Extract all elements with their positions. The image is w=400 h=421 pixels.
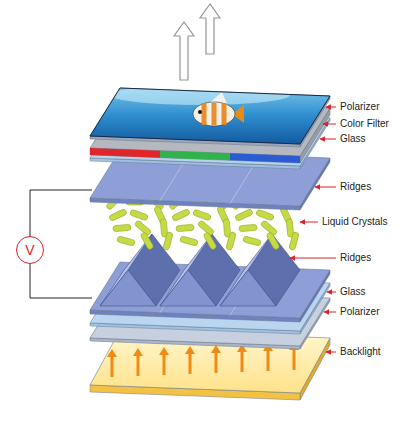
leader-arrow: [327, 292, 336, 293]
fish-body: [193, 102, 235, 126]
crystal-molecule: [163, 232, 173, 251]
crystal-molecule: [226, 232, 236, 251]
light-out-arrow: [174, 22, 194, 80]
voltage-symbol: V: [25, 242, 34, 258]
crystal-molecule: [235, 208, 254, 221]
prism-front-face: [220, 270, 276, 306]
crystal-molecule: [180, 236, 199, 246]
leader-arrow: [300, 222, 318, 223]
crystal-molecule: [243, 236, 262, 246]
top-polarizer: [80, 80, 340, 150]
light-arrow-shaft: [137, 355, 140, 376]
voltage-source: V: [16, 236, 44, 264]
leader-lines: [290, 107, 336, 352]
layer-label: Glass: [340, 133, 366, 145]
crystal-molecule: [140, 232, 154, 251]
layer-label: Liquid Crystals: [322, 216, 388, 228]
light-arrow-shaft: [241, 351, 244, 372]
leader-arrow: [326, 352, 336, 353]
light-arrow-head: [107, 349, 117, 357]
crystal-molecule: [239, 224, 257, 232]
light-arrow-shaft: [215, 352, 218, 373]
fish-stripe: [212, 103, 217, 125]
crystal-molecule: [289, 232, 299, 251]
fish-eye: [198, 110, 202, 114]
layer-label: Glass: [340, 286, 366, 298]
crystal-molecule: [176, 224, 194, 232]
leader-arrow: [315, 187, 336, 188]
layers: [30, 4, 340, 400]
layer-label: Color Filter: [340, 118, 389, 130]
light-out-arrow: [200, 4, 220, 54]
crystal-molecule: [193, 209, 212, 221]
color-filter-strip: [90, 148, 160, 158]
crystal-molecule: [130, 209, 149, 221]
crystal-molecule: [256, 209, 275, 221]
screen-water: [80, 80, 340, 150]
crystal-molecule: [266, 232, 280, 251]
leader-arrow: [323, 124, 336, 125]
fish-stripe: [222, 103, 227, 125]
leader-arrow: [320, 139, 336, 140]
ridge-prisms: [100, 234, 300, 306]
light-arrow-shaft: [267, 350, 270, 371]
screen-picture: [80, 80, 340, 150]
fish: [193, 92, 244, 126]
light-arrow-head: [133, 348, 143, 356]
leader-arrow: [324, 312, 336, 313]
leader-arrow: [290, 258, 336, 259]
layer-label: Backlight: [340, 346, 381, 358]
leader-arrow: [326, 107, 336, 108]
crystal-molecule: [117, 236, 136, 246]
layer-label: Ridges: [340, 252, 371, 264]
light-arrow-shaft: [293, 349, 296, 370]
layer-label: Polarizer: [340, 306, 379, 318]
light-arrow-head: [211, 345, 221, 353]
prism-front-face: [160, 270, 216, 306]
light-arrow-shaft: [111, 356, 114, 377]
layer-label: Ridges: [340, 181, 371, 193]
light-arrow-head: [159, 347, 169, 355]
fish-stripe: [202, 103, 207, 125]
color-filter-strip: [230, 153, 300, 163]
color-filter-strip: [160, 151, 230, 161]
screen-border: [90, 88, 330, 144]
screen-light: [110, 85, 290, 105]
voltage-wire: [30, 190, 92, 236]
crystal-molecule: [203, 232, 217, 251]
light-arrow-head: [185, 346, 195, 354]
crystal-molecule: [113, 224, 131, 232]
prism-front-face: [100, 270, 156, 306]
layer-label: Polarizer: [340, 101, 379, 113]
voltage-wire: [30, 264, 92, 298]
light-arrow-shaft: [163, 354, 166, 375]
crystal-molecule: [172, 208, 191, 221]
crystal-molecule: [109, 208, 128, 221]
light-arrow-shaft: [189, 353, 192, 374]
